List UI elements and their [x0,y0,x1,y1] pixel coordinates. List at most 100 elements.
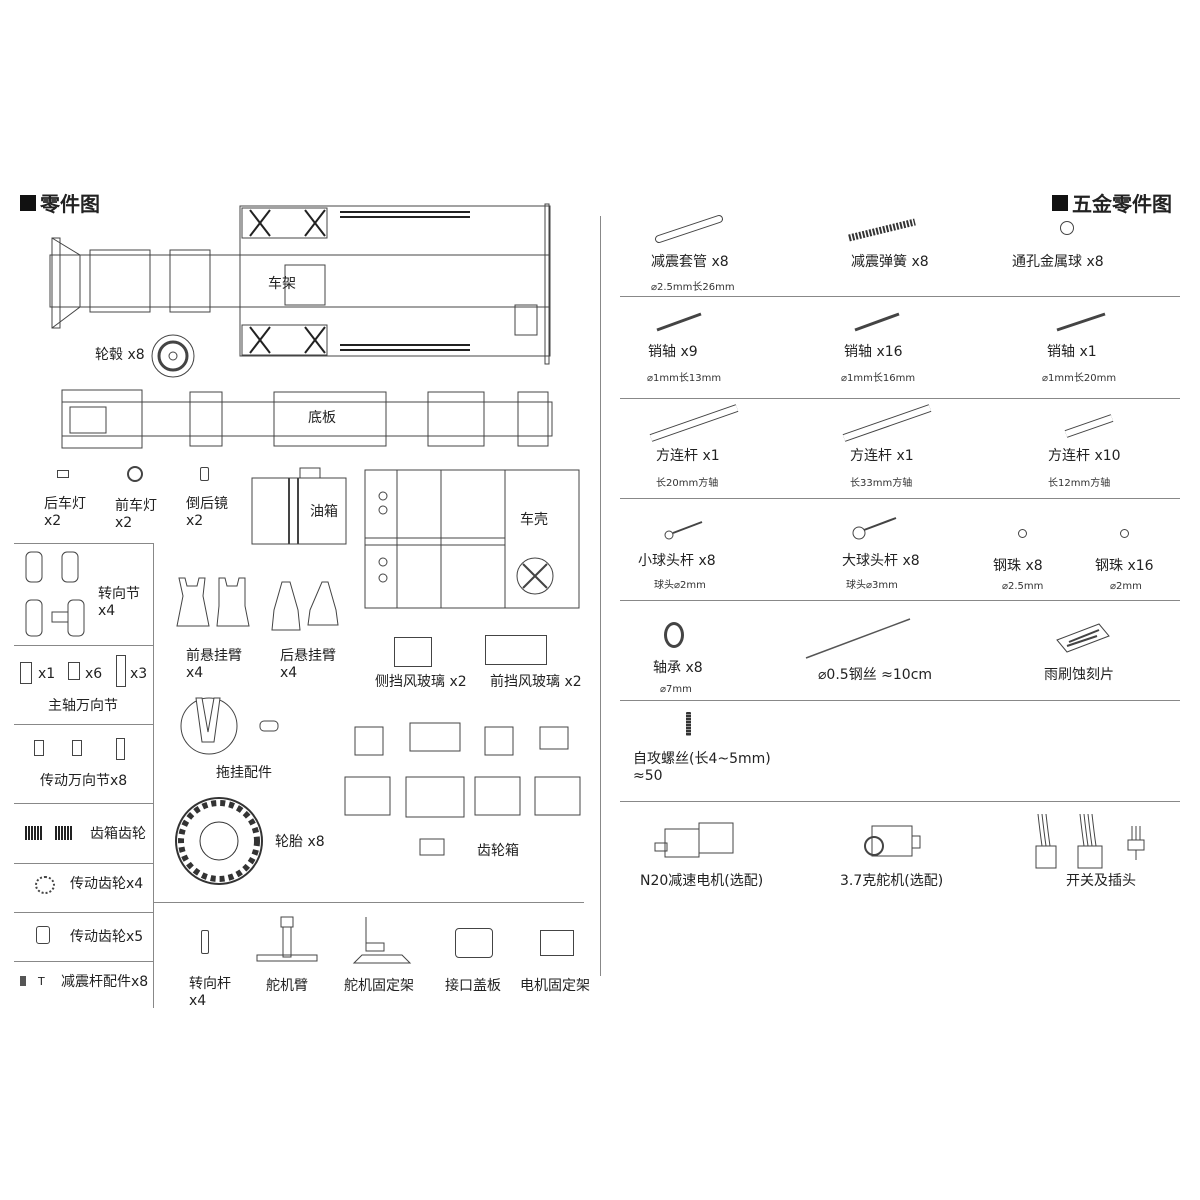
square-rod-20-spec: 长20mm方轴 [656,478,719,489]
parts-diagram-title: 零件图 [20,188,100,217]
pin-shaft-drawing [1055,310,1107,334]
tire-label: 轮胎 x8 [275,834,325,850]
switch-plug-label: 开关及插头 [1066,873,1136,889]
pin-shaft-9-label: 销轴 x9 [648,344,698,360]
joint-icon [72,740,82,756]
front-light-icon [127,466,143,482]
small-ball-rod-label: 小球头杆 x8 [638,553,716,569]
divider [620,498,1180,499]
micro-servo-drawing [858,822,928,868]
shock-part-icon: T [38,975,45,988]
main-shaft-qty-3: x3 [130,666,148,682]
motor-mount-icon [540,930,574,956]
parts-diagram-title-text: 零件图 [40,192,100,216]
base-plate-drawing [62,390,572,450]
drive-joint-label: 传动万向节x8 [40,773,128,789]
steel-ball-16-label: 钢珠 x16 [1095,558,1154,574]
base-plate-label: 底板 [308,410,336,426]
front-arm-drawing [175,576,255,636]
body-shell-drawing [363,468,583,612]
steel-ball-8-spec: ⌀2.5mm [1002,581,1044,592]
port-cover-label: 接口盖板 [445,978,501,994]
rear-light-icon [57,470,69,478]
chassis-frame-drawing [50,200,560,370]
steel-wire-label: ⌀0.5钢丝 ≈10cm [818,667,933,683]
pin-shaft-16-spec: ⌀1mm长16mm [841,373,916,384]
divider [14,724,154,725]
square-rod-20-label: 方连杆 x1 [656,448,720,464]
pin-shaft-9-spec: ⌀1mm长13mm [647,373,722,384]
steel-wire-drawing [804,616,914,661]
title-square-icon [1052,194,1068,211]
servo-arm-drawing [255,915,320,970]
hardware-parts-title: 五金零件图 [1052,188,1172,217]
pin-shaft-1-label: 销轴 x1 [1047,344,1097,360]
shock-sleeve-spec: ⌀2.5mm长26mm [651,282,735,293]
pin-shaft-drawing [853,310,903,334]
drive-gear-icon [35,876,55,894]
divider [154,902,584,903]
drive-gear-icon [36,926,50,944]
steel-ball-8-label: 钢珠 x8 [993,558,1043,574]
large-ball-rod-drawing [852,514,900,540]
table-right-line [153,543,154,1008]
shock-sleeve-label: 减震套管 x8 [651,254,729,270]
body-shell-label: 车壳 [520,512,548,528]
divider [14,961,154,962]
screw-icon [686,712,691,736]
shock-part-icon [20,976,26,986]
wheel-hub-drawing [150,333,196,379]
steel-ball-16-spec: ⌀2mm [1110,581,1142,592]
metal-ball-label: 通孔金属球 x8 [1012,254,1104,270]
joint-icon [116,738,125,760]
fuel-tank-drawing [252,466,348,546]
pin-shaft-16-label: 销轴 x16 [844,344,903,360]
trailer-hitch-drawing [180,696,290,756]
divider [14,912,154,913]
shock-parts-label: 减震杆配件x8 [61,974,149,990]
drive-gear-5-label: 传动齿轮x5 [70,929,144,945]
rear-arm-drawing [270,580,340,635]
bearing-icon [664,622,684,648]
steel-ball-icon [1018,529,1027,538]
front-glass-label: 前挡风玻璃 x2 [490,674,582,690]
servo-arm-label: 舵机臂 [266,978,308,994]
main-shaft-qty-1: x1 [38,666,56,682]
gearbox-drawing [340,715,585,830]
hub-label: 轮毂 x8 [95,347,145,363]
mirror-icon [200,467,209,481]
port-cover-icon [455,928,493,958]
frame-label: 车架 [268,276,296,292]
center-divider [600,216,601,976]
pin-shaft-drawing [655,310,705,334]
table-top-line [14,543,154,544]
metal-ball-icon [1060,221,1074,235]
trailer-parts-label: 拖挂配件 [216,765,272,781]
drive-gear-4-label: 传动齿轮x4 [70,876,144,892]
divider [620,600,1180,601]
divider [620,296,1180,297]
square-rod-33-label: 方连杆 x1 [850,448,914,464]
square-rod-12-spec: 长12mm方轴 [1048,478,1111,489]
divider [14,863,154,864]
shock-sleeve-drawing [655,215,725,245]
divider [620,398,1180,399]
joint-icon [20,662,32,684]
small-ball-rod-drawing [664,518,706,540]
gear-icon [55,826,73,840]
micro-servo-label: 3.7克舵机(选配) [840,873,944,889]
square-rod-drawing [645,402,745,444]
fuel-tank-label: 油箱 [310,504,338,520]
hardware-parts-title-text: 五金零件图 [1072,192,1172,216]
shock-spring-label: 减震弹簧 x8 [851,254,929,270]
screw-label: 自攻螺丝(长4~5mm)≈50 [633,751,771,784]
servo-mount-label: 舵机固定架 [344,978,414,994]
main-shaft-qty-2: x6 [85,666,103,682]
joint-icon [116,655,126,687]
servo-mount-drawing [352,915,412,970]
